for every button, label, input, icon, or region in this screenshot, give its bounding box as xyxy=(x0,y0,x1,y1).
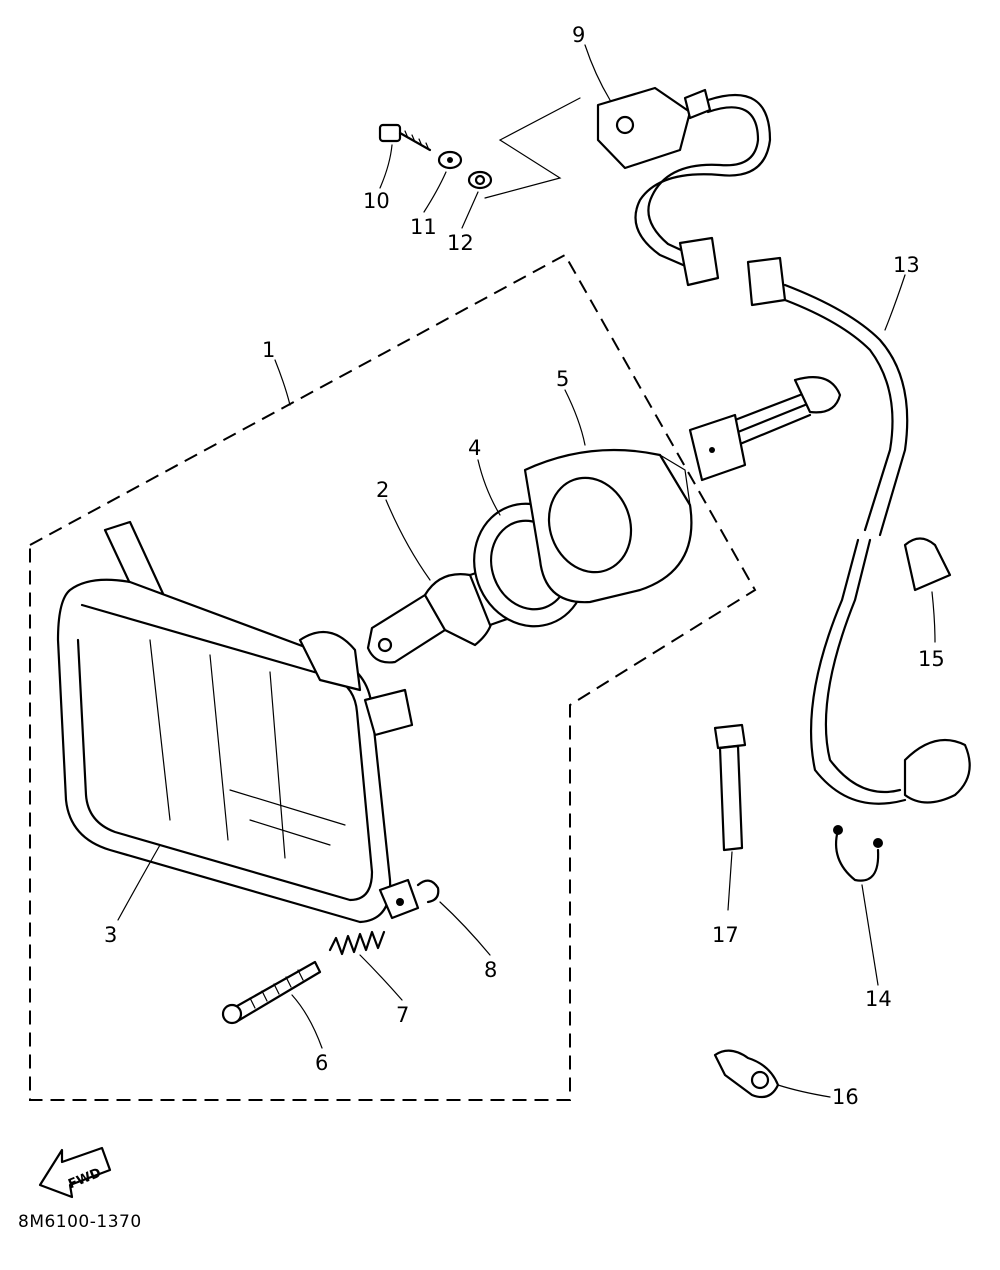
washer-12 xyxy=(467,170,493,190)
bolt-10 xyxy=(378,123,432,152)
clamp-14 xyxy=(834,828,880,882)
callout-4: 4 xyxy=(468,436,481,460)
callout-14: 14 xyxy=(865,987,892,1011)
callout-11: 11 xyxy=(410,215,437,239)
socket-9-leader-box xyxy=(484,97,581,199)
callout-13: 13 xyxy=(893,253,920,277)
band-17 xyxy=(713,723,747,852)
clip-8 xyxy=(416,879,440,904)
headlight-unit xyxy=(56,520,420,924)
callout-9: 9 xyxy=(572,23,585,47)
spring xyxy=(328,930,386,956)
callout-labels: 1 2 3 4 5 6 7 8 9 10 11 12 13 14 15 16 1… xyxy=(104,23,945,1109)
callout-7: 7 xyxy=(396,1003,409,1027)
callout-3: 3 xyxy=(104,923,117,947)
callout-1: 1 xyxy=(262,338,275,362)
callout-15: 15 xyxy=(918,647,945,671)
callout-2: 2 xyxy=(376,478,389,502)
assembly-boundary xyxy=(29,253,757,1101)
rubber-cover xyxy=(523,448,693,604)
clamp-16 xyxy=(713,1049,780,1099)
leader-lines xyxy=(117,44,936,1098)
callout-5: 5 xyxy=(556,367,569,391)
socket-9 xyxy=(596,86,772,287)
callout-12: 12 xyxy=(447,231,474,255)
callout-8: 8 xyxy=(484,958,497,982)
adjust-screw xyxy=(221,960,322,1025)
drawing-reference-number: 8M6100-1370 xyxy=(18,1212,142,1232)
wire-harness xyxy=(688,256,971,805)
callout-10: 10 xyxy=(363,189,390,213)
clamp-15 xyxy=(903,537,952,592)
callout-6: 6 xyxy=(315,1051,328,1075)
washer-11 xyxy=(437,150,463,170)
callout-16: 16 xyxy=(832,1085,859,1109)
callout-17: 17 xyxy=(712,923,739,947)
fwd-arrow-icon: FWD xyxy=(38,1146,112,1199)
